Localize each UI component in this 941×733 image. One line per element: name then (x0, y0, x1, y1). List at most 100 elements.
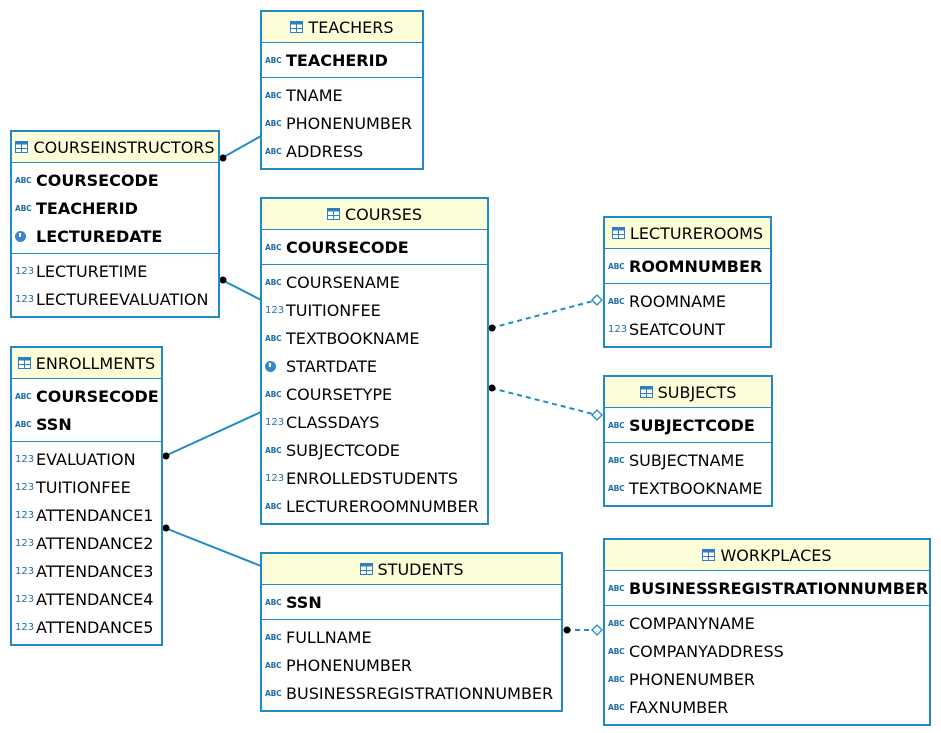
column-name: COMPANYNAME (629, 613, 755, 633)
date-type-icon (15, 230, 32, 242)
text-type-icon: ABC (608, 646, 625, 656)
column-name: SUBJECTCODE (286, 440, 400, 460)
text-type-icon: ABC (608, 483, 625, 493)
column-name: COURSENAME (286, 272, 400, 292)
column-name: TEACHERID (286, 50, 388, 70)
table-header[interactable]: ENROLLMENTS (12, 348, 161, 379)
column-name: COURSECODE (36, 386, 159, 406)
number-type-icon: 123 (15, 621, 35, 633)
column-name: COURSECODE (36, 170, 159, 190)
table-name: TEACHERS (308, 17, 394, 37)
column-name: BUSINESSREGISTRATIONNUMBER (629, 578, 929, 598)
column-name: BUSINESSREGISTRATIONNUMBER (286, 683, 554, 703)
text-type-icon: ABC (608, 455, 625, 465)
column-row[interactable]: ABC BUSINESSREGISTRATIONNUMBER (262, 679, 561, 707)
column-name: LECTURETIME (36, 261, 148, 281)
table-header[interactable]: STUDENTS (262, 554, 561, 585)
table-header[interactable]: COURSES (262, 199, 487, 230)
column-name: PHONENUMBER (629, 669, 756, 689)
rel-courseinstructors-courses (221, 279, 262, 301)
column-name: ROOMNUMBER (629, 256, 763, 276)
table-header[interactable]: LECTUREROOMS (605, 218, 770, 249)
column-name: PHONENUMBER (286, 113, 413, 133)
text-type-icon: ABC (265, 632, 282, 642)
table-name: COURSES (344, 204, 422, 224)
table-header[interactable]: WORKPLACES (605, 540, 929, 571)
column-name: LECTUREROOMNUMBER (286, 496, 479, 516)
number-type-icon: 123 (608, 323, 628, 335)
pk-column-row[interactable]: ABC COURSECODE (12, 382, 161, 410)
table-header[interactable]: SUBJECTS (605, 377, 771, 408)
column-name: TUITIONFEE (286, 300, 381, 320)
text-type-icon: ABC (15, 203, 32, 213)
rel-end-diamond (591, 624, 603, 636)
column-name: ADDRESS (286, 141, 364, 161)
column-row[interactable]: STARTDATE (262, 352, 487, 380)
table-name: COURSEINSTRUCTORS (33, 137, 215, 157)
pk-column-row[interactable]: LECTUREDATE (12, 222, 218, 250)
table-header[interactable]: COURSEINSTRUCTORS (12, 132, 218, 163)
column-name: ATTENDANCE1 (36, 505, 154, 525)
number-type-icon: 123 (15, 593, 35, 605)
text-type-icon: ABC (265, 688, 282, 698)
rel-courses-lecturerooms (490, 299, 598, 329)
rel-end-dot (488, 384, 496, 392)
rel-end-dot (219, 276, 227, 284)
number-type-icon: 123 (15, 481, 35, 493)
pk-column-row[interactable]: ABC TEACHERID (262, 46, 422, 74)
text-type-icon: ABC (15, 391, 32, 401)
column-name: TEXTBOOKNAME (286, 328, 420, 348)
text-type-icon: ABC (265, 55, 282, 65)
table-header[interactable]: TEACHERS (262, 12, 422, 43)
rel-end-diamond (591, 409, 603, 421)
